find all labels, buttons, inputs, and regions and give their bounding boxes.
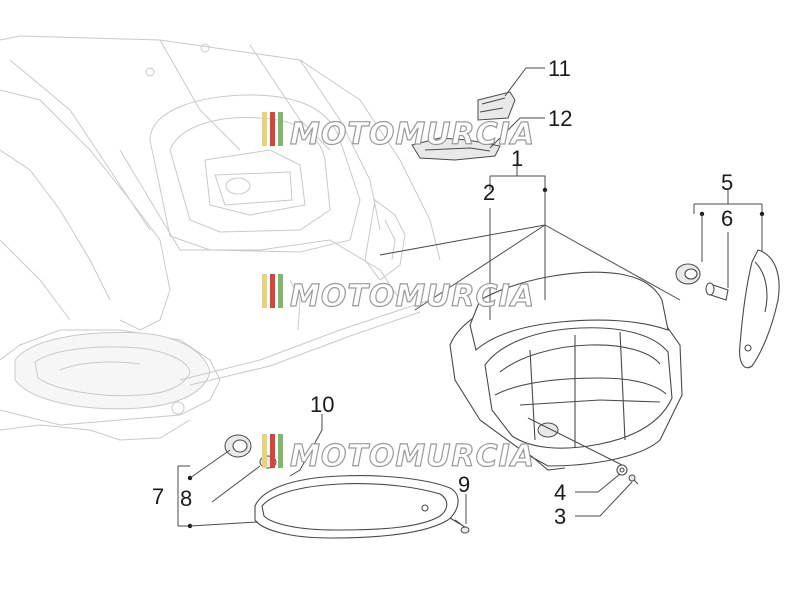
watermark-1: MOTOMURCIA bbox=[262, 112, 535, 153]
side-reflector-part-5 bbox=[739, 249, 780, 369]
indicator-holder-part-12 bbox=[411, 137, 501, 161]
tail-light-assembly-part-1 bbox=[449, 271, 683, 471]
callout-labels: 11 12 1 2 5 6 10 7 8 9 4 3 bbox=[152, 56, 733, 529]
screw-part-3 bbox=[628, 474, 639, 485]
callout-2: 2 bbox=[483, 180, 495, 205]
scooter-body-outline bbox=[0, 35, 441, 441]
callout-6: 6 bbox=[721, 206, 733, 231]
callout-4: 4 bbox=[554, 480, 566, 505]
callout-9: 9 bbox=[458, 472, 470, 497]
callout-12: 12 bbox=[548, 106, 572, 131]
watermark-text-3: MOTOMURCIA bbox=[290, 439, 535, 474]
watermark-3: MOTOMURCIA bbox=[262, 434, 535, 475]
callout-10: 10 bbox=[310, 392, 334, 417]
callout-11: 11 bbox=[548, 56, 571, 81]
callout-7: 7 bbox=[152, 484, 164, 509]
bulb-part-6 bbox=[705, 282, 729, 301]
lens-grommet-part-8 bbox=[224, 434, 252, 458]
watermark-2: MOTOMURCIA bbox=[262, 274, 535, 315]
screw-part-9 bbox=[449, 517, 470, 534]
watermark-text-2: MOTOMURCIA bbox=[290, 279, 535, 314]
washer-part-4 bbox=[616, 464, 628, 476]
callout-5: 5 bbox=[721, 170, 733, 195]
indicator-lens-part-11 bbox=[477, 91, 516, 121]
watermark-text-1: MOTOMURCIA bbox=[290, 117, 535, 152]
grommet-part-6 bbox=[675, 263, 701, 285]
callout-8: 8 bbox=[180, 486, 192, 511]
callout-1: 1 bbox=[511, 146, 523, 171]
plate-light-cover-part-7 bbox=[254, 475, 459, 539]
callout-3: 3 bbox=[554, 504, 566, 529]
leader-lines bbox=[177, 67, 765, 529]
